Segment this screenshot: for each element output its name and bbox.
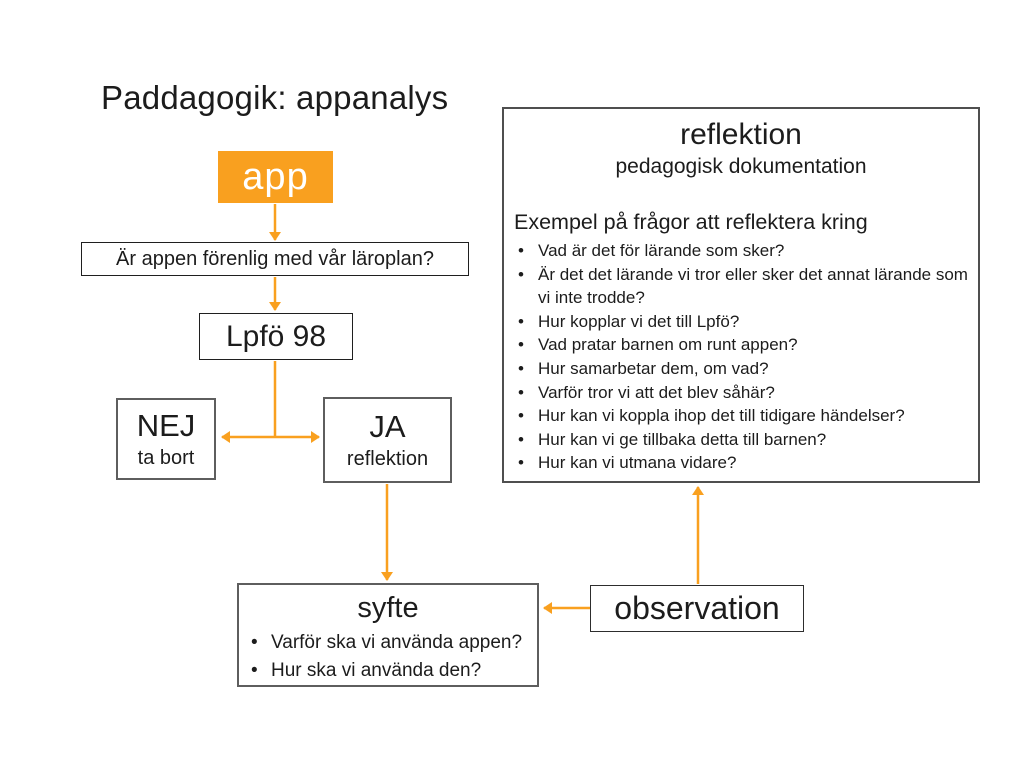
ja-node: JA reflektion <box>323 397 452 483</box>
nej-node: NEJ ta bort <box>116 398 216 480</box>
reflektion-node: reflektion pedagogisk dokumentation Exem… <box>502 107 980 483</box>
reflektion-bullet-list: Vad är det för lärande som sker? Är det … <box>510 239 972 475</box>
ja-node-sublabel: reflektion <box>346 447 429 470</box>
app-node: app <box>218 151 333 203</box>
bullet-item: Varför tror vi att det blev såhär? <box>510 381 972 405</box>
observation-node-label: observation <box>614 590 780 626</box>
slide-title: Paddagogik: appanalys <box>101 79 449 116</box>
observation-node: observation <box>590 585 804 632</box>
bullet-item: Är det det lärande vi tror eller sker de… <box>510 263 972 310</box>
reflektion-node-subtitle: pedagogisk dokumentation <box>615 155 867 178</box>
syfte-node: syfte Varför ska vi använda appen? Hur s… <box>237 583 539 687</box>
reflektion-list-heading: Exempel på frågor att reflektera kring <box>514 210 868 234</box>
question-node-label: Är appen förenlig med vår läroplan? <box>116 247 434 270</box>
syfte-node-title: syfte <box>357 592 419 624</box>
nej-node-label: NEJ <box>136 407 196 443</box>
bullet-item: Varför ska vi använda appen? <box>239 629 537 657</box>
syfte-bullet-list: Varför ska vi använda appen? Hur ska vi … <box>239 629 537 685</box>
bullet-item: Hur ska vi använda den? <box>239 657 537 685</box>
ja-node-label: JA <box>369 408 406 444</box>
lpfo-98-node: Lpfö 98 <box>199 313 353 360</box>
bullet-item: Vad pratar barnen om runt appen? <box>510 333 972 357</box>
lpfo-98-node-label: Lpfö 98 <box>225 319 327 353</box>
bullet-item: Hur kan vi koppla ihop det till tidigare… <box>510 404 972 428</box>
bullet-item: Hur kan vi ge tillbaka detta till barnen… <box>510 428 972 452</box>
app-node-label: app <box>242 155 309 198</box>
nej-node-sublabel: ta bort <box>137 446 195 469</box>
reflektion-node-title: reflektion <box>680 118 802 151</box>
bullet-item: Hur samarbetar dem, om vad? <box>510 357 972 381</box>
bullet-item: Hur kopplar vi det till Lpfö? <box>510 310 972 334</box>
question-node: Är appen förenlig med vår läroplan? <box>81 242 469 276</box>
bullet-item: Hur kan vi utmana vidare? <box>510 451 972 475</box>
bullet-item: Vad är det för lärande som sker? <box>510 239 972 263</box>
